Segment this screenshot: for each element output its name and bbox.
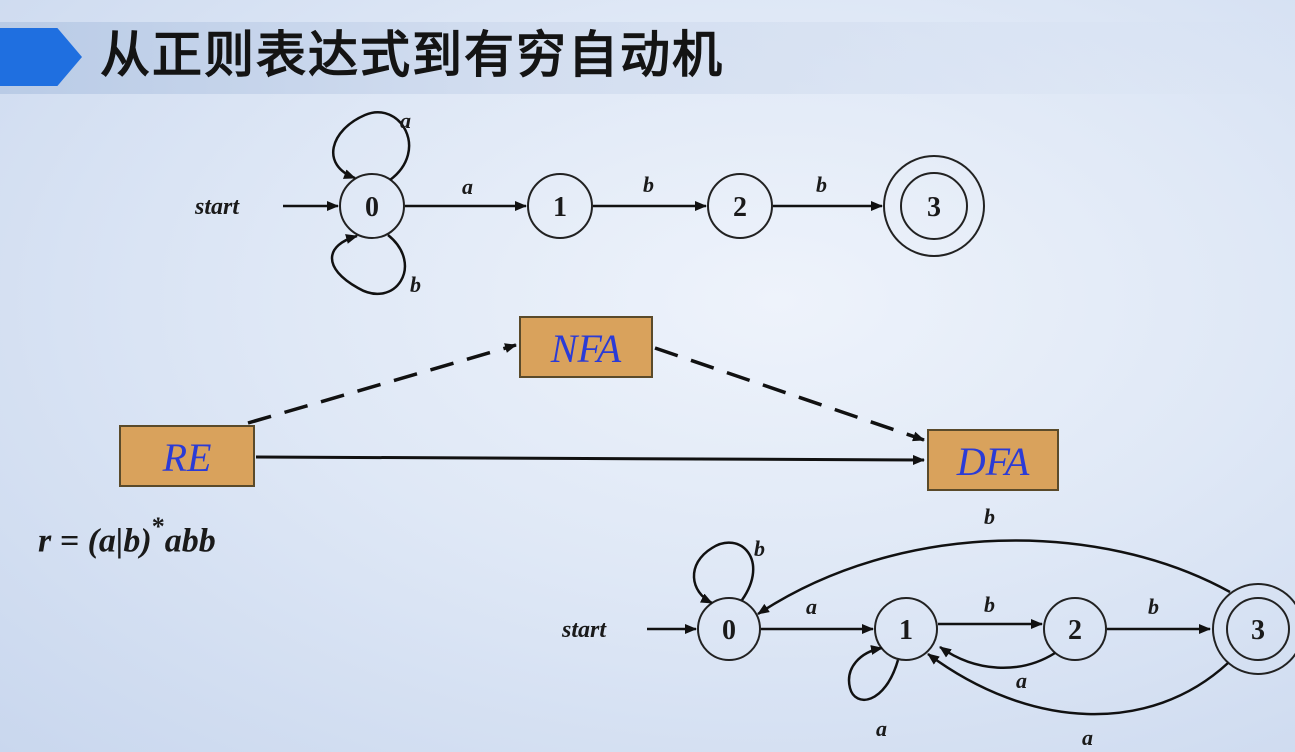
- nfa-start-label: start: [194, 194, 240, 220]
- dfa-edge-2-1: [939, 645, 1056, 669]
- dfa-state-2: [1043, 597, 1107, 661]
- nfa-state-1: [527, 173, 593, 239]
- dfa-loop-0: [692, 541, 755, 605]
- dfa-edge-2-3-label: b: [1148, 594, 1159, 619]
- page-title: 从正则表达式到有穷自动机: [100, 26, 724, 84]
- dfa-state-1-label: 1: [899, 615, 913, 646]
- re-to-nfa-arrow: [247, 343, 517, 425]
- nfa-state-2-label: 2: [733, 192, 747, 223]
- dfa-box: [927, 429, 1059, 491]
- nfa-state-0: [339, 173, 405, 239]
- nfa-state-3: [900, 172, 968, 240]
- dfa-state-3-outer: [1212, 583, 1295, 675]
- dfa-bottom: start 0 1 2 3 a b b a a b b a: [561, 504, 1295, 750]
- dfa-state-0-label: 0: [722, 615, 736, 646]
- regex-suffix: abb: [164, 522, 216, 560]
- dfa-loop-1-label: a: [876, 716, 887, 741]
- nfa-state-2: [707, 173, 773, 239]
- re-to-dfa-arrow: [255, 454, 925, 465]
- dfa-edge-1-2-label: b: [984, 592, 995, 617]
- nfa-loop-b: [330, 234, 407, 295]
- dfa-state-3: [1226, 597, 1290, 661]
- title-bar: [0, 22, 1295, 94]
- nfa-edge-2-3-label: b: [816, 172, 827, 197]
- dfa-loop-0-label: b: [754, 536, 765, 561]
- nfa-box-label: NFA: [550, 326, 622, 371]
- dfa-state-3-label: 3: [1251, 615, 1265, 646]
- dfa-edge-3-0: [757, 539, 1231, 616]
- nfa-edge-0-1-label: a: [462, 174, 473, 199]
- dfa-start-label: start: [561, 617, 607, 643]
- regex-expression: r = (a|b)*abb: [38, 512, 216, 560]
- nfa-to-dfa-arrow: [654, 346, 925, 442]
- dfa-state-1: [874, 597, 938, 661]
- nfa-state-3-label: 3: [927, 192, 941, 223]
- dfa-edge-3-1: [927, 652, 1229, 716]
- dfa-loop-1: [847, 645, 900, 701]
- pipeline: NFA RE DFA: [119, 316, 1059, 491]
- nfa-state-0-label: 0: [365, 192, 379, 223]
- dfa-edge-2-1-label: a: [1016, 668, 1027, 693]
- regex-star: *: [151, 512, 165, 541]
- nfa-loop-b-label: b: [410, 272, 421, 297]
- nfa-edge-1-2-label: b: [643, 172, 654, 197]
- regex-prefix: r = (a|b): [38, 522, 152, 560]
- dfa-edge-3-0-label: b: [984, 504, 995, 529]
- nfa-state-1-label: 1: [553, 192, 567, 223]
- dfa-state-2-label: 2: [1068, 615, 1082, 646]
- dfa-edge-3-1-label: a: [1082, 725, 1093, 750]
- nfa-loop-a-label: a: [400, 108, 411, 133]
- re-box: [119, 425, 255, 487]
- dfa-state-0: [697, 597, 761, 661]
- nfa-box: [519, 316, 653, 378]
- dfa-box-label: DFA: [956, 439, 1030, 484]
- nfa-top: start 0 1 2 3 a b b a b: [194, 108, 985, 297]
- dfa-edge-0-1-label: a: [806, 594, 817, 619]
- re-box-label: RE: [162, 435, 212, 480]
- nfa-state-3-outer: [883, 155, 985, 257]
- nfa-loop-a: [332, 111, 411, 181]
